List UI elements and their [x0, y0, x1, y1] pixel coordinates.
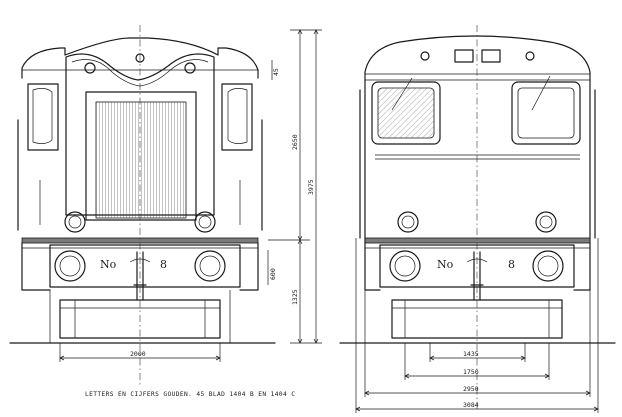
right-plate-number: 8	[508, 258, 515, 271]
dim-d4: 3084	[463, 401, 479, 409]
left-plate-prefix: No	[100, 258, 117, 271]
right-dimensions: 1435 1750 2950 3084	[355, 238, 599, 413]
dim-d2: 1750	[463, 368, 479, 376]
right-rear-view: No 8	[339, 25, 616, 410]
dim-width-bottom: 2000	[130, 350, 146, 358]
dim-d3: 2950	[463, 385, 479, 393]
drawing-caption: LETTERS EN CIJFERS GOUDEN. 45 BLAD 1404 …	[85, 391, 295, 398]
dim-buffer-offset: 600	[269, 268, 277, 280]
dim-height-total: 3975	[307, 179, 315, 195]
left-dimensions: 2650 3975 1325 45 600 2000	[59, 29, 322, 362]
dim-height-buffer: 1325	[291, 289, 299, 305]
dim-height-body: 2650	[291, 134, 299, 150]
dim-d1: 1435	[463, 350, 479, 358]
right-plate-prefix: No	[437, 258, 454, 271]
left-front-view: No 8	[9, 25, 276, 385]
dim-small-top: 45	[272, 68, 280, 76]
left-plate-number: 8	[160, 258, 167, 271]
